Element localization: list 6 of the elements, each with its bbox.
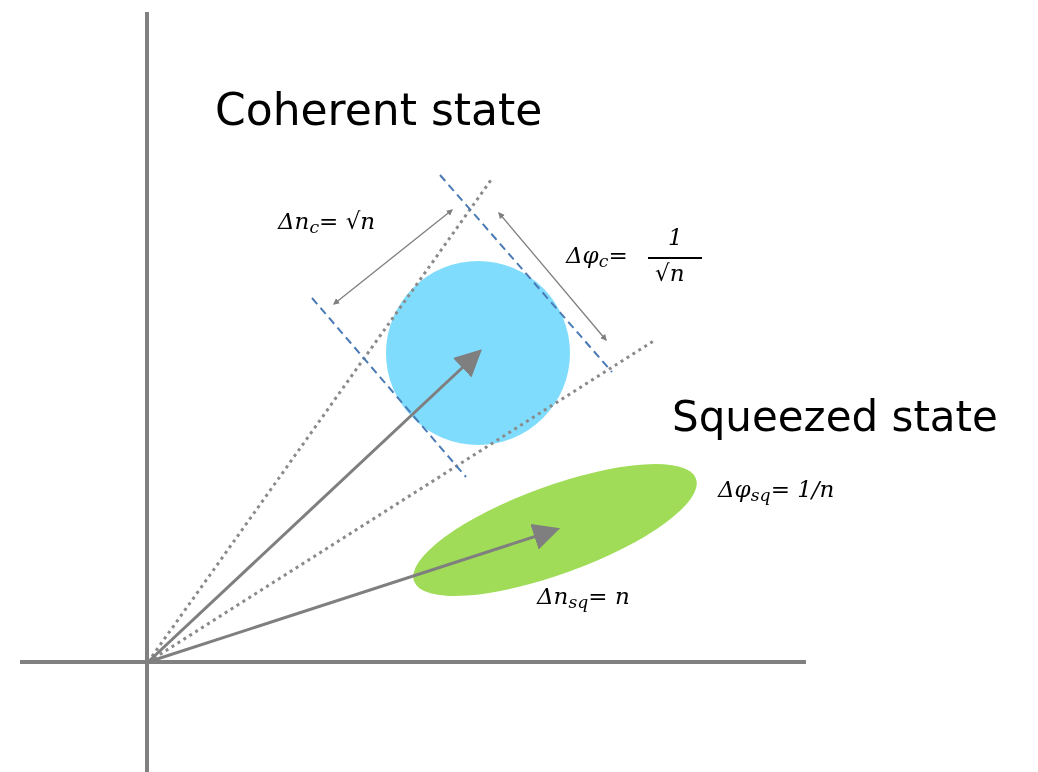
heading-label: Coherent state (215, 88, 543, 132)
fraction-denominator: √n (655, 262, 685, 285)
fraction-numerator: 1 (668, 226, 683, 249)
math-label: Δn$_{c}$= √n (278, 210, 376, 233)
heading-label: Squeezed state (672, 396, 998, 438)
math-label: Δφ$_{c}$= (566, 244, 628, 267)
